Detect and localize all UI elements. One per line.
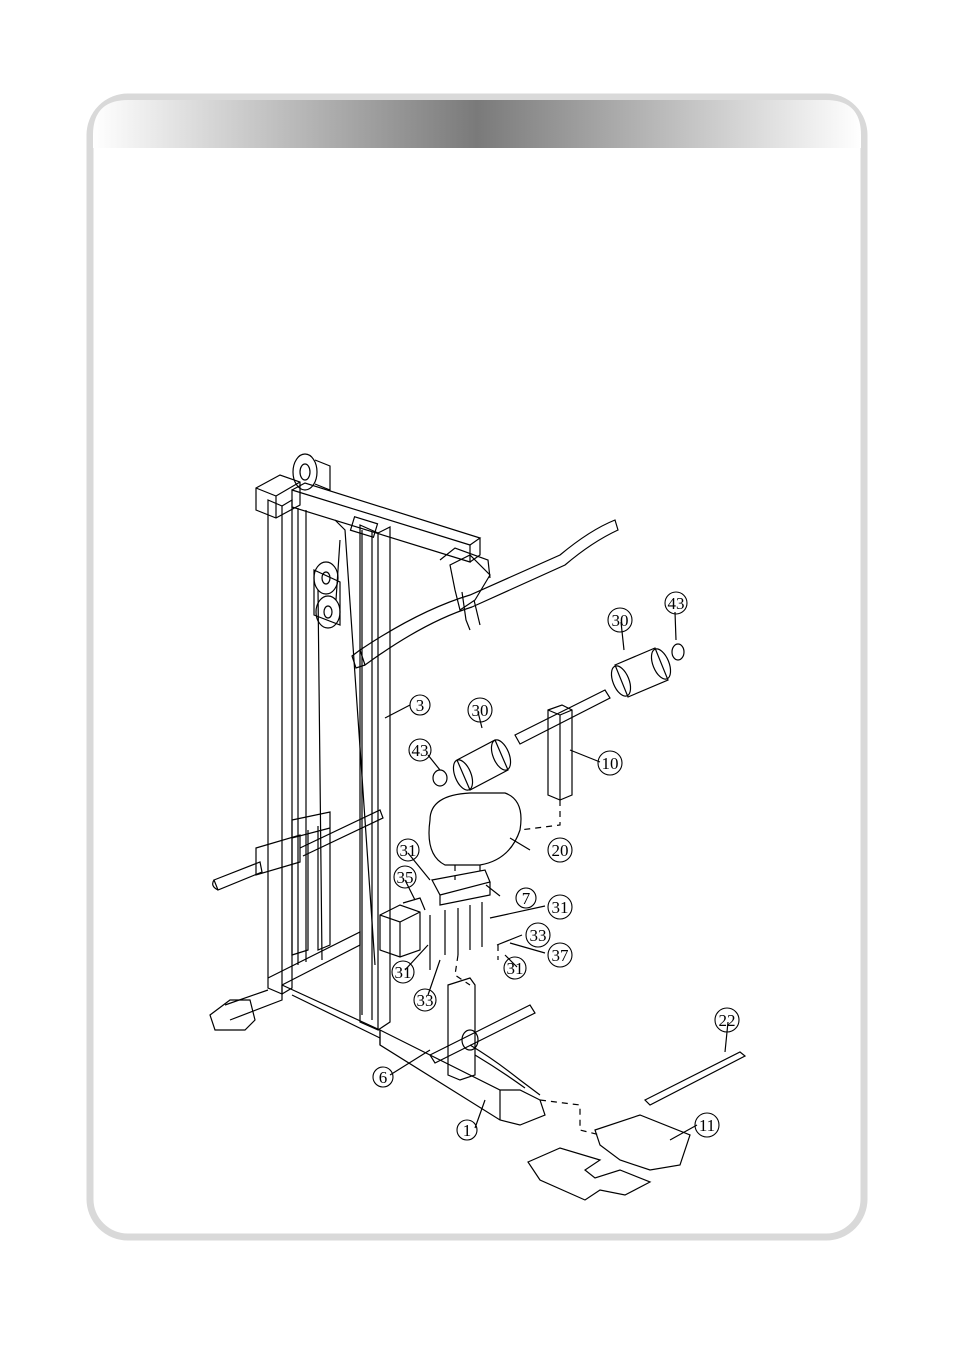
header-band [93, 100, 861, 148]
callout-labels [372, 591, 740, 1141]
callout-7: 7 [522, 889, 531, 908]
leg-roller-bar [429, 1004, 536, 1064]
callout-43b: 43 [668, 594, 685, 613]
front-base [379, 1029, 546, 1126]
cable [317, 519, 376, 966]
end-cap-right [671, 643, 685, 661]
assembly-lines [454, 800, 601, 1136]
page-frame [86, 93, 868, 1241]
machine-drawing [209, 453, 747, 1201]
weight-carriage [291, 811, 331, 956]
top-cap [255, 474, 301, 519]
seat-post [547, 704, 573, 801]
callout-31d: 31 [395, 963, 412, 982]
callout-6: 6 [379, 1068, 388, 1087]
low-bar [213, 809, 384, 891]
seat-bracket [379, 904, 421, 958]
callout-30a: 30 [472, 701, 489, 720]
roller-shaft [514, 689, 611, 745]
leader-lines [384, 611, 729, 1141]
callout-text: 3 30 43 30 43 10 20 31 35 7 31 33 37 31 … [379, 594, 736, 1140]
lat-bar [359, 519, 619, 666]
lat-chain [449, 554, 491, 631]
callout-37: 37 [552, 946, 570, 965]
callout-30b: 30 [612, 611, 629, 630]
top-pulley [292, 453, 318, 491]
callout-31a: 31 [400, 841, 417, 860]
callout-10: 10 [602, 754, 619, 773]
callout-35: 35 [397, 868, 414, 887]
callout-43a: 43 [412, 741, 429, 760]
callout-20: 20 [552, 841, 569, 860]
foot-plate [527, 1147, 652, 1201]
seat-pad [428, 792, 522, 866]
callout-3: 3 [416, 696, 425, 715]
seat-bolts [429, 902, 483, 970]
seat-post-holder [447, 977, 476, 1081]
foam-roller-right [614, 647, 669, 698]
callout-31b: 31 [552, 898, 569, 917]
callout-1: 1 [463, 1121, 472, 1140]
guide-rods [297, 508, 373, 1020]
foam-roller-left [456, 739, 509, 791]
callout-33a: 33 [530, 926, 547, 945]
callout-33b: 33 [417, 991, 434, 1010]
base-frame [224, 931, 361, 1021]
callout-11: 11 [699, 1116, 715, 1135]
foot-rod [643, 1051, 747, 1106]
callout-31c: 31 [507, 959, 524, 978]
callout-22: 22 [719, 1011, 736, 1030]
